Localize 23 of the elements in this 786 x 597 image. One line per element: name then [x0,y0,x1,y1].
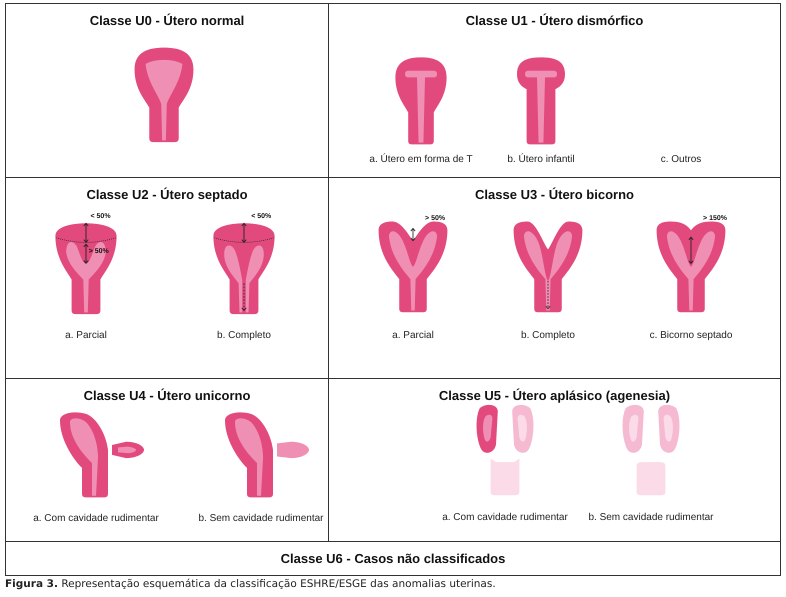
figure-caption: a. Parcial [65,330,107,341]
panel-heading: Classe U6 - Casos não classificados [280,551,506,566]
figure-caption: b. Completo [217,330,271,341]
panel-heading: Classe U5 - Útero aplásico (agenesia) [438,388,672,403]
figure-caption: b. Sem cavidade rudimentar [588,512,714,523]
panel-heading: Classe U3 - Útero bicorno [474,187,635,202]
class-panel [5,3,329,178]
figure-caption: a. Com cavidade rudimentar [33,513,159,524]
panel-heading: Classe U2 - Útero septado [85,187,249,202]
figure-caption: b. Útero infantil [507,154,575,165]
figure-caption: c. Bicorno septado [650,330,732,341]
figure-caption: a. Útero em forma de T [369,154,473,165]
figure-caption: a. Com cavidade rudimentar [442,512,568,523]
figure-caption: Figura 3. Representação esquemática da classificação ESHRE/ESGE das anomalias uterinas. [5,578,496,590]
figure-caption: b. Sem cavidade rudimentar [198,513,324,524]
figure-caption: c. Outros [660,154,702,165]
panel-heading: Classe U1 - Útero dismórfico [464,13,644,28]
class-panel [328,3,781,178]
panel-heading: Classe U4 - Útero unicorno [82,388,252,403]
figure-caption: a. Parcial [392,330,434,341]
figure-caption: b. Completo [521,330,575,341]
panel-heading: Classe U0 - Útero normal [88,13,246,28]
class-panel [5,541,781,576]
